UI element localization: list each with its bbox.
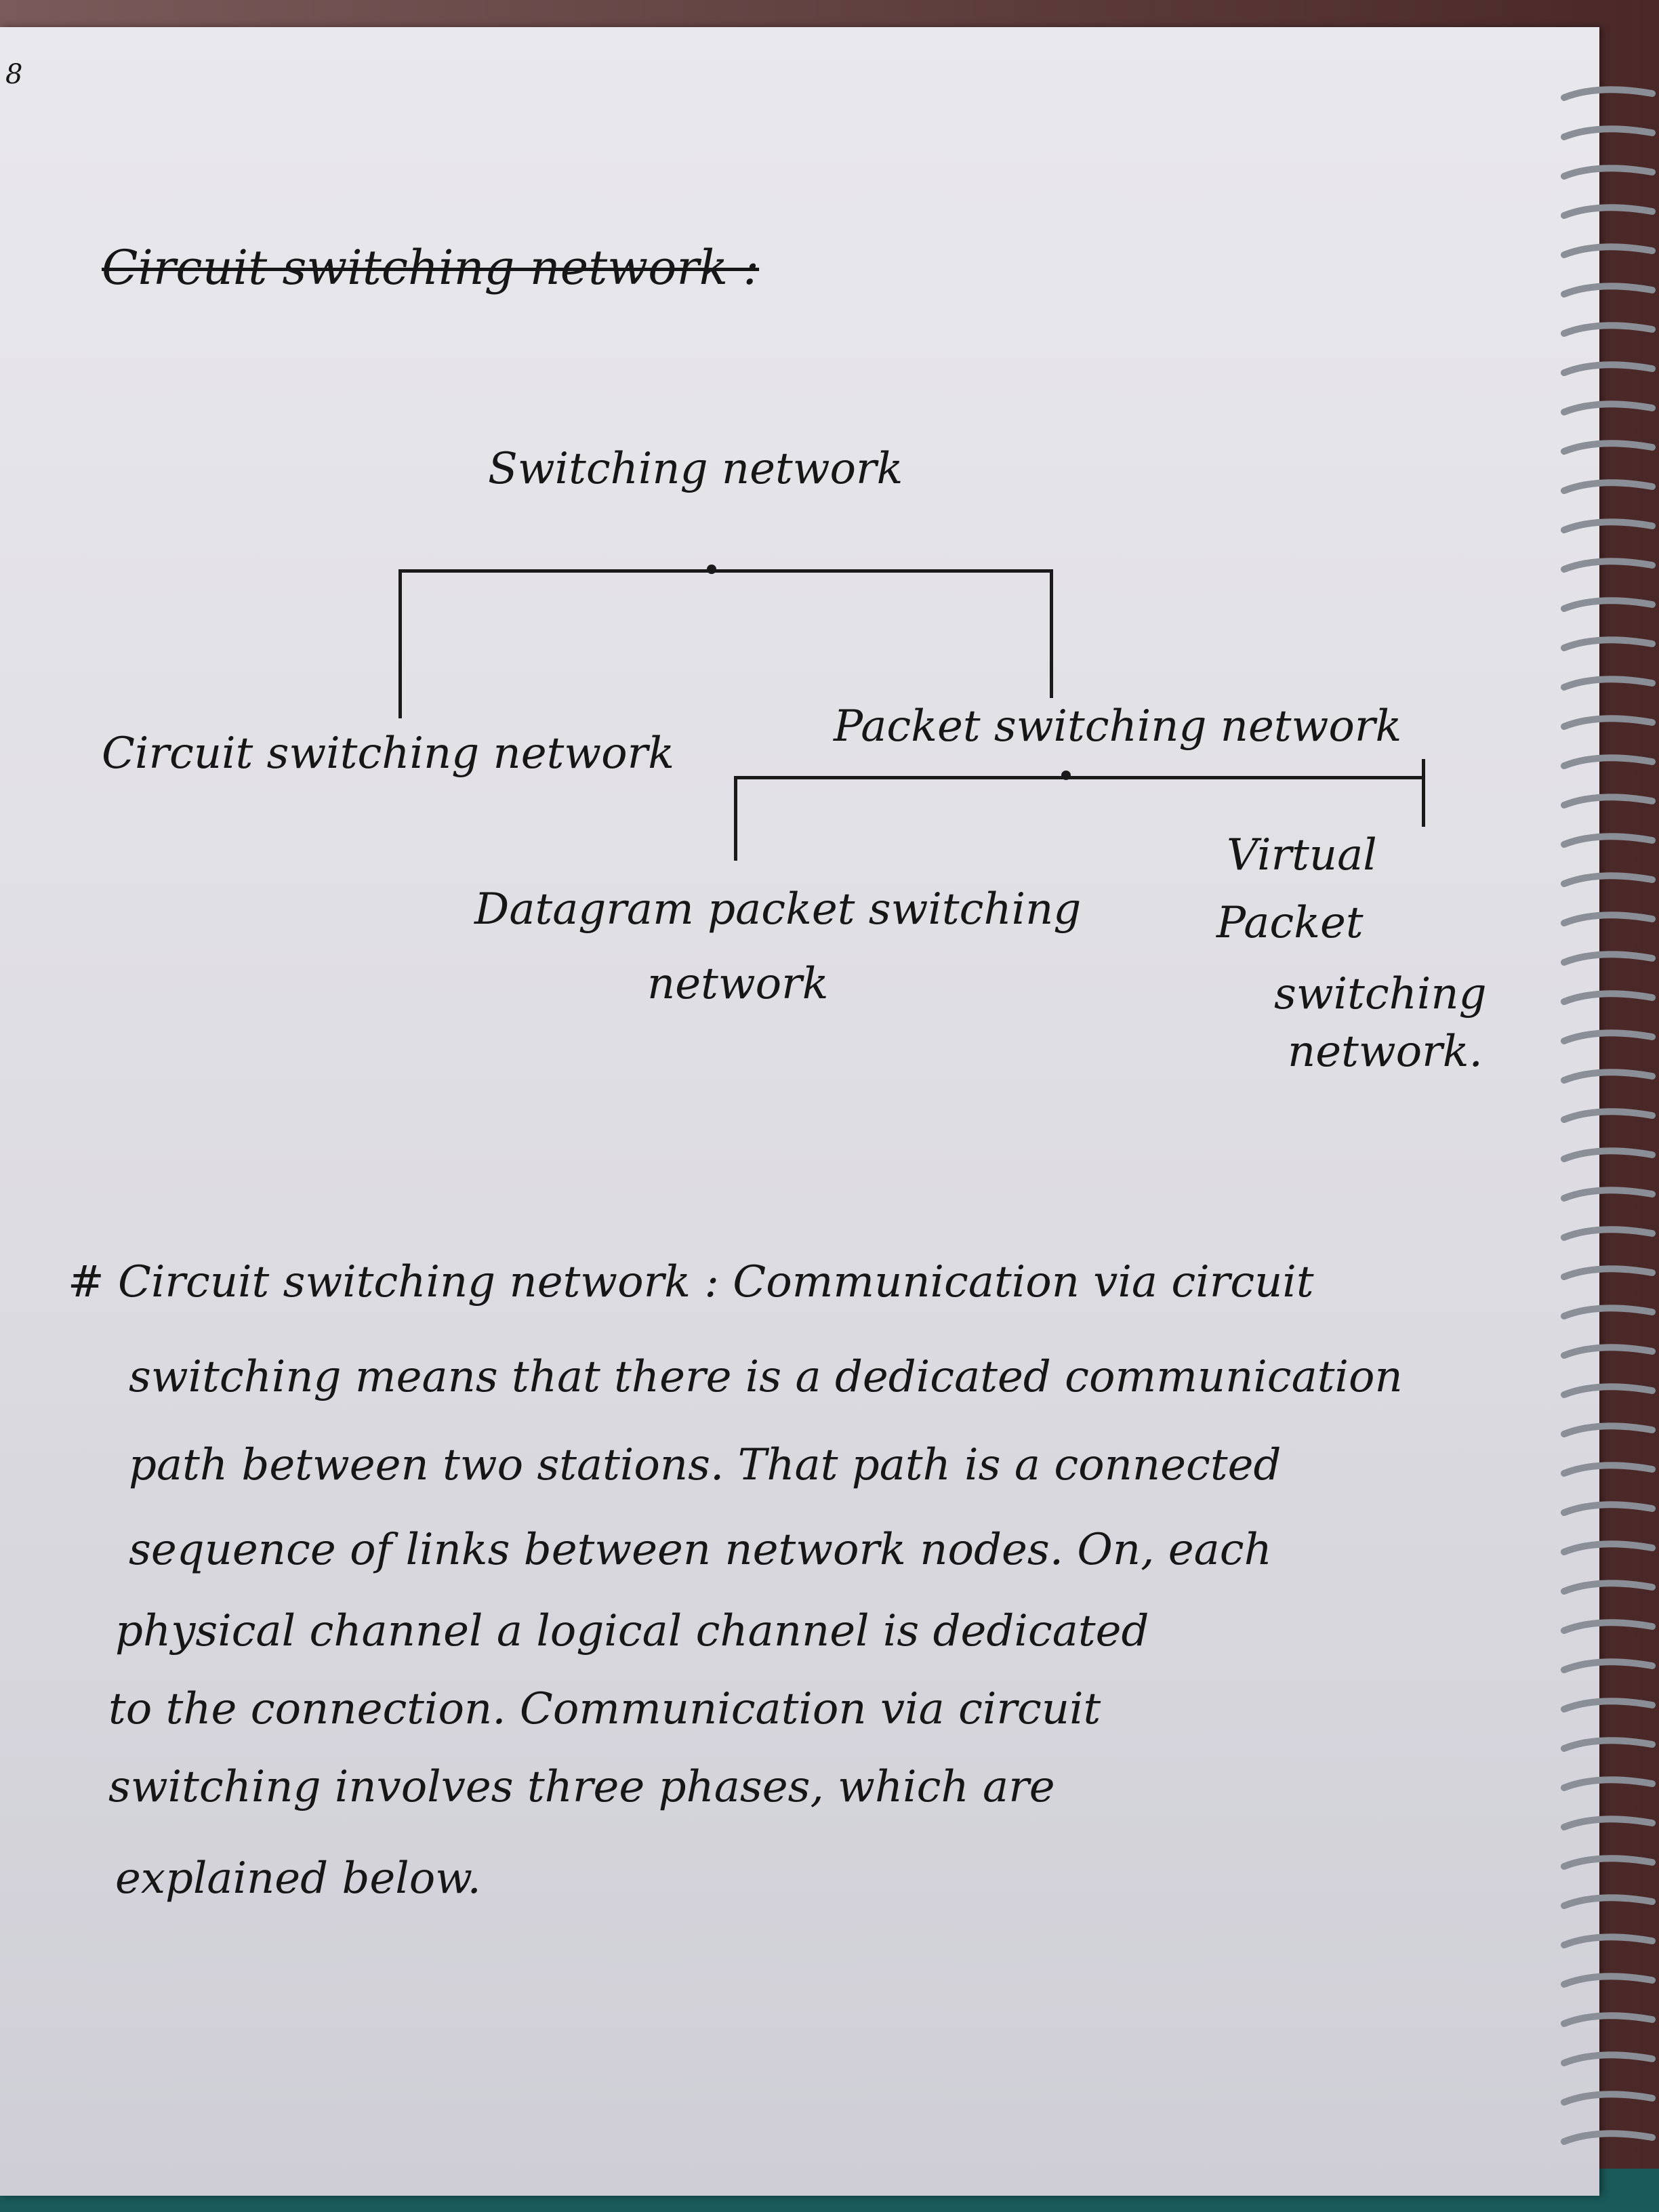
paragraph-line: explained below.	[115, 1853, 481, 1904]
spiral-coil	[1561, 440, 1656, 455]
spiral-coil	[1561, 2051, 1656, 2066]
spiral-coil	[1561, 401, 1656, 415]
spiral-coil	[1561, 322, 1656, 337]
diagram-root-label: Switching network	[488, 444, 903, 494]
packet-switching-node: Packet switching network	[834, 701, 1402, 752]
spiral-binding	[1561, 86, 1656, 2145]
spiral-coil	[1561, 1973, 1656, 1988]
spiral-coil	[1561, 1147, 1656, 1162]
virtual-node-line2: Packet	[1216, 898, 1364, 948]
spiral-coil	[1561, 1226, 1656, 1241]
spiral-coil	[1561, 2012, 1656, 2027]
spiral-coil	[1561, 518, 1656, 533]
datagram-node-line2: network	[647, 959, 829, 1009]
paragraph-line: path between two stations. That path is …	[129, 1440, 1282, 1490]
spiral-coil	[1561, 715, 1656, 730]
paragraph-line: switching involves three phases, which a…	[108, 1762, 1055, 1812]
notebook-page: 8 Circuit switching network : Switching …	[0, 27, 1599, 2196]
spiral-coil	[1561, 2130, 1656, 2145]
spiral-coil	[1561, 1462, 1656, 1477]
paragraph-line: physical channel a logical channel is de…	[115, 1606, 1149, 1656]
spiral-coil	[1561, 1816, 1656, 1830]
virtual-node-line1: Virtual	[1227, 830, 1377, 880]
virtual-node-line3: switching	[1274, 969, 1487, 1019]
spiral-coil	[1561, 1029, 1656, 1044]
spiral-coil	[1561, 1383, 1656, 1398]
spiral-coil	[1561, 2091, 1656, 2106]
spiral-coil	[1561, 1658, 1656, 1673]
spiral-coil	[1561, 1069, 1656, 1084]
spiral-coil	[1561, 872, 1656, 887]
spiral-coil	[1561, 165, 1656, 180]
spiral-coil	[1561, 125, 1656, 140]
spiral-coil	[1561, 636, 1656, 651]
spiral-coil	[1561, 1619, 1656, 1634]
page-heading: Circuit switching network :	[102, 240, 760, 295]
virtual-branch-drop	[1422, 759, 1425, 827]
virtual-node-line4: network.	[1288, 1027, 1483, 1077]
spiral-coil	[1561, 243, 1656, 258]
spiral-coil	[1561, 1933, 1656, 1948]
spiral-coil	[1561, 1894, 1656, 1909]
spiral-coil	[1561, 283, 1656, 298]
page-number: 8	[5, 59, 23, 90]
spiral-coil	[1561, 833, 1656, 848]
spiral-coil	[1561, 1737, 1656, 1752]
paragraph-line: to the connection. Communication via cir…	[108, 1684, 1101, 1734]
spiral-coil	[1561, 1344, 1656, 1359]
paragraph-line: # Circuit switching network : Communicat…	[68, 1257, 1314, 1307]
right-branch-drop	[1050, 569, 1053, 698]
paragraph-line: switching means that there is a dedicate…	[129, 1352, 1403, 1402]
datagram-branch-drop	[734, 776, 737, 861]
spiral-coil	[1561, 1501, 1656, 1516]
spiral-coil	[1561, 1580, 1656, 1595]
spiral-coil	[1561, 1108, 1656, 1123]
spiral-coil	[1561, 912, 1656, 926]
datagram-node-line1: Datagram packet switching	[474, 884, 1082, 935]
spiral-coil	[1561, 479, 1656, 494]
spiral-coil	[1561, 990, 1656, 1005]
spiral-coil	[1561, 1305, 1656, 1319]
spiral-coil	[1561, 1187, 1656, 1202]
spiral-coil	[1561, 1540, 1656, 1555]
spiral-coil	[1561, 1698, 1656, 1713]
spiral-coil	[1561, 754, 1656, 769]
spiral-coil	[1561, 951, 1656, 966]
circuit-switching-node: Circuit switching network	[102, 729, 674, 779]
spiral-coil	[1561, 86, 1656, 101]
root-branch-line	[398, 569, 1053, 573]
spiral-coil	[1561, 558, 1656, 573]
spiral-coil	[1561, 204, 1656, 219]
spiral-coil	[1561, 1855, 1656, 1870]
spiral-coil	[1561, 1265, 1656, 1280]
paragraph-line: sequence of links between network nodes.…	[129, 1525, 1272, 1575]
packet-branch-line	[734, 776, 1425, 779]
spiral-coil	[1561, 676, 1656, 691]
spiral-coil	[1561, 597, 1656, 612]
spiral-coil	[1561, 1776, 1656, 1791]
spiral-coil	[1561, 361, 1656, 376]
spiral-coil	[1561, 794, 1656, 808]
spiral-coil	[1561, 1422, 1656, 1437]
left-branch-drop	[398, 569, 402, 718]
